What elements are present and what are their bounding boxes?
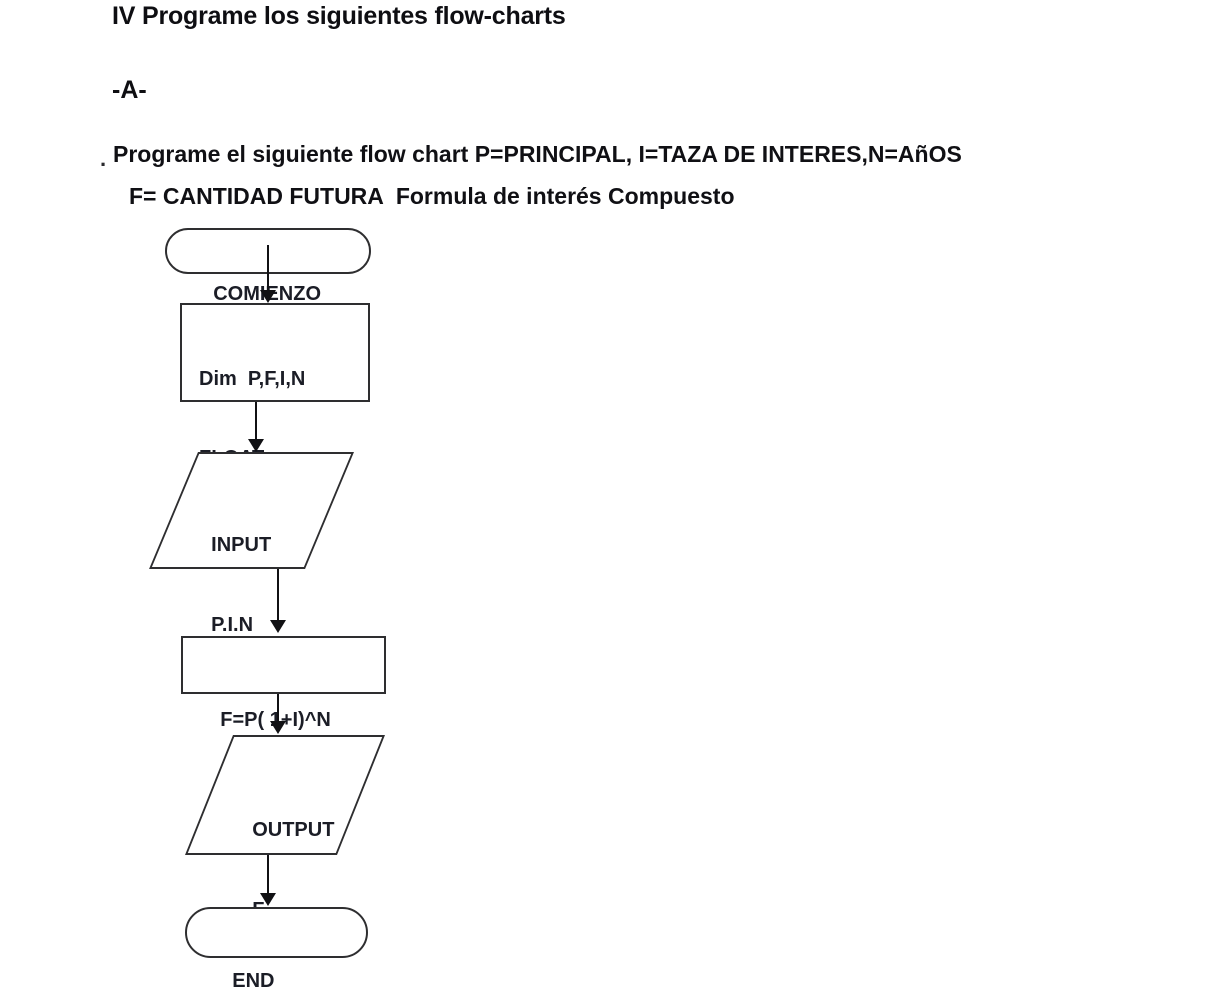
flowchart-declare-process: Dim P,F,I,N FLOAT: [180, 303, 370, 469]
flow-arrow-1-shaft: [267, 245, 269, 291]
end-label: END: [232, 970, 275, 992]
flow-arrow-5-head: [260, 893, 276, 906]
instruction-line-2: F= CANTIDAD FUTURA Formula de interés Co…: [129, 183, 735, 209]
input-label-block: INPUT P.I.N: [199, 454, 351, 636]
list-bullet: .: [100, 146, 107, 171]
instruction-line-1: Programe el siguiente flow chart P=PRINC…: [113, 141, 962, 167]
output-label-block: OUTPUT F: [234, 737, 382, 921]
page-title: IV Programe los siguientes flow-charts: [112, 2, 566, 30]
flow-arrow-5-shaft: [267, 855, 269, 894]
flowchart-formula-process: F=P( 1+I)^N: [181, 636, 386, 731]
flow-arrow-3-head: [270, 620, 286, 633]
output-line-1: OUTPUT: [252, 819, 335, 841]
input-line-1: INPUT: [211, 534, 272, 556]
section-label-a: -A-: [112, 76, 147, 104]
flowchart-output-parallelogram: OUTPUT F: [185, 735, 385, 921]
flowchart-input-parallelogram: INPUT P.I.N: [149, 452, 354, 636]
flow-arrow-4-head: [270, 721, 286, 734]
flow-arrow-4-shaft: [277, 694, 279, 722]
flowchart-end-terminator: END: [185, 907, 368, 992]
flow-arrow-3-shaft: [277, 569, 279, 621]
declare-line-1: Dim P,F,I,N: [199, 368, 306, 390]
flow-arrow-2-shaft: [255, 402, 257, 440]
flow-arrow-2-head: [248, 439, 264, 452]
flow-arrow-1-head: [260, 290, 276, 303]
